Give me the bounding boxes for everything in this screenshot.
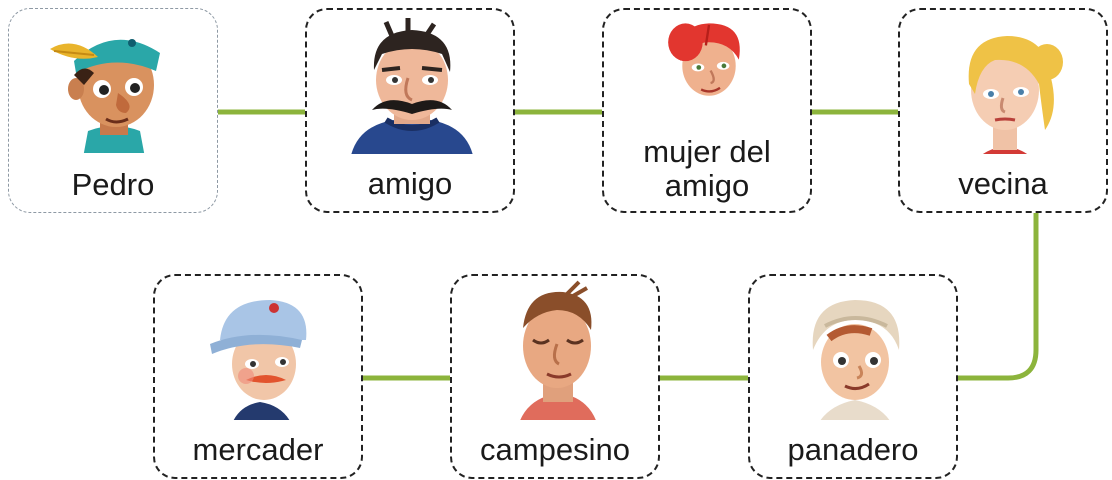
- baker-turban-icon: [812, 300, 900, 420]
- label-panadero: panadero: [787, 432, 919, 467]
- blonde-woman-icon: [968, 36, 1063, 154]
- label-mercader: mercader: [192, 432, 324, 467]
- card-amigo: amigo: [305, 8, 515, 213]
- label-amigo: amigo: [367, 166, 453, 201]
- card-mercader: mercader: [153, 274, 363, 479]
- merchant-cap-icon: [210, 300, 307, 420]
- label-vecina: vecina: [958, 166, 1048, 201]
- label-line-1: mujer del: [643, 134, 771, 169]
- link-vecina-panadero: [958, 213, 1039, 381]
- label-pedro: Pedro: [71, 167, 155, 202]
- card-mujer-del-amigo: mujer del amigo: [602, 8, 812, 213]
- label-mujer-del-amigo: mujer del amigo: [604, 135, 810, 203]
- card-panadero: panadero: [748, 274, 958, 479]
- card-vecina: vecina: [898, 8, 1108, 213]
- boy-feather-cap-icon: [50, 39, 160, 153]
- label-line-2: amigo: [664, 168, 750, 203]
- mustache-man-icon: [351, 18, 473, 154]
- farmer-eyes-closed-icon: [520, 280, 596, 420]
- card-campesino: campesino: [450, 274, 660, 479]
- label-campesino: campesino: [480, 432, 630, 467]
- redhead-woman-icon: [668, 23, 740, 96]
- card-pedro: Pedro: [8, 8, 218, 213]
